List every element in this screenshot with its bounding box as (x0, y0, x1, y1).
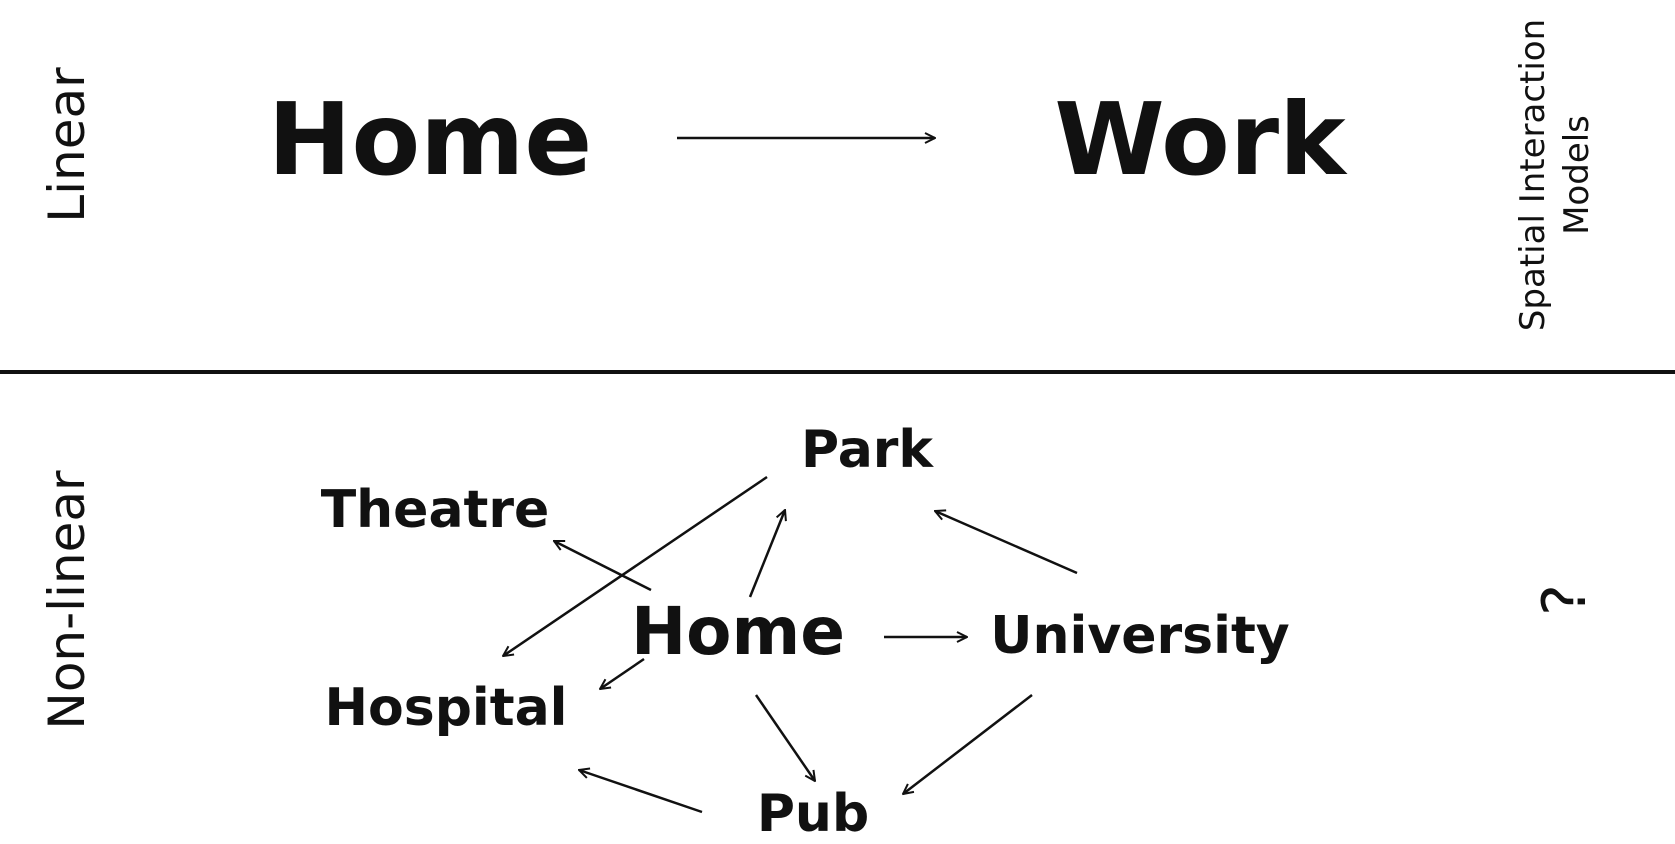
linear-destination-work: Work (1054, 81, 1346, 198)
arrow-university-to-pub (903, 694, 1033, 794)
node-university: University (990, 606, 1290, 666)
node-theatre: Theatre (320, 480, 550, 540)
arrow-home-to-park (748, 510, 785, 598)
node-pub: Pub (756, 784, 870, 844)
arrow-university-to-park (935, 511, 1078, 575)
linear-origin-home: Home (267, 81, 593, 198)
arrow-home-to-theatre (554, 539, 652, 592)
arrow-home-to-pub (754, 694, 815, 781)
node-home: Home (630, 593, 846, 670)
node-hospital: Hospital (324, 678, 568, 738)
arrow-home-to-hospital (600, 657, 645, 689)
arrow-park-to-hospital (503, 475, 768, 656)
section-divider (0, 370, 1675, 374)
node-park: Park (800, 420, 934, 480)
arrow-pub-to-hospital (579, 770, 703, 814)
